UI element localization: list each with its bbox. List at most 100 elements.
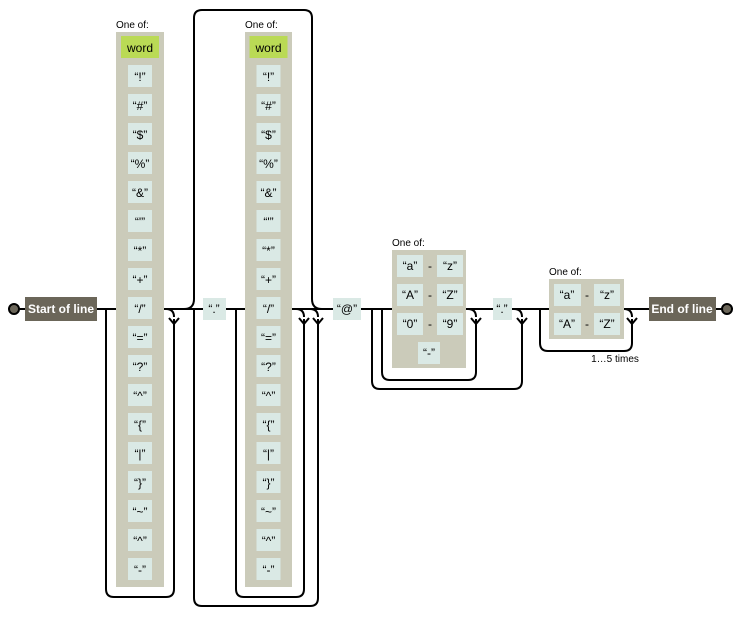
set1-item-box bbox=[128, 326, 152, 348]
set1-item-literal: “+” bbox=[133, 273, 148, 287]
set2-item-box bbox=[256, 297, 281, 319]
set4-range-A-dash: - bbox=[585, 317, 589, 331]
set2-item-box bbox=[256, 442, 281, 464]
set2-item-literal: “-” bbox=[263, 563, 275, 577]
set2-item-literal: “}” bbox=[263, 476, 275, 490]
set1-item-literal: “#” bbox=[133, 99, 148, 113]
set1-item-box bbox=[128, 413, 152, 435]
set1-items: word“!”“#”“$”“%”“&”“'”“*”“+”“/”“=”“?”“^”… bbox=[121, 36, 159, 580]
set3-range-A-dash: - bbox=[428, 288, 432, 302]
set3-range-0-from: “0” bbox=[403, 317, 418, 331]
set2-item-literal: “{” bbox=[263, 418, 275, 432]
set1-item-literal: “/” bbox=[134, 302, 145, 316]
set3-hyphen-box bbox=[418, 342, 440, 364]
set3-range-0-box bbox=[397, 313, 423, 335]
set2-item-box bbox=[256, 268, 281, 290]
set1-item-box bbox=[128, 152, 152, 174]
set2-item-box bbox=[256, 94, 281, 116]
set1-word-class: word bbox=[126, 41, 153, 55]
set2-item-box bbox=[256, 181, 281, 203]
set4-range-A-from: “A” bbox=[559, 317, 575, 331]
set3-range-A-from: “A” bbox=[402, 288, 418, 302]
set1-item-literal: “'” bbox=[135, 215, 145, 229]
set2-label: One of: bbox=[245, 20, 278, 31]
set2-items: word“!”“#”“$”“%”“&”“'”“*”“+”“/”“=”“?”“^”… bbox=[249, 36, 288, 580]
set1-item-literal: “$” bbox=[133, 128, 148, 142]
set1-item-literal: “-” bbox=[134, 563, 146, 577]
set2-item-literal: “^” bbox=[262, 389, 276, 403]
set1-item-literal: “%” bbox=[131, 157, 150, 171]
set2-item-literal: “*” bbox=[262, 244, 275, 258]
set3-range-a-to: “z” bbox=[443, 259, 457, 273]
set1-item-box bbox=[128, 181, 152, 203]
set2-item-box bbox=[256, 529, 281, 551]
set3-range-Z-box bbox=[437, 284, 463, 306]
set2-item-literal: “&” bbox=[261, 186, 277, 200]
set2-item-box bbox=[256, 326, 281, 348]
set2-item-box bbox=[256, 471, 281, 493]
set2-item-box bbox=[256, 355, 281, 377]
set3-range-digits: “0” - “9” bbox=[397, 313, 463, 335]
set2-item-box bbox=[256, 152, 281, 174]
end-anchor-label: End of line bbox=[651, 302, 713, 316]
set1-item-box bbox=[128, 210, 152, 232]
set2-item-box bbox=[256, 239, 281, 261]
set2-item-literal: “$” bbox=[261, 128, 276, 142]
set1-item-literal: “*” bbox=[134, 244, 147, 258]
at-literal-box bbox=[333, 298, 361, 320]
set3-range-0-to: “9” bbox=[443, 317, 458, 331]
set2-item-box bbox=[256, 558, 281, 580]
set4-range-z-box bbox=[594, 284, 620, 306]
set3-label: One of: bbox=[392, 238, 425, 249]
set4-repeat-label: 1…5 times bbox=[591, 354, 639, 365]
set3-range-9-box bbox=[437, 313, 463, 335]
end-cap bbox=[721, 303, 733, 315]
set2-item-literal: “+” bbox=[261, 273, 276, 287]
set1-label: One of: bbox=[116, 20, 149, 31]
set1-item-literal: “=” bbox=[133, 331, 148, 345]
set2-word-class: word bbox=[254, 41, 281, 55]
set1-item-box bbox=[128, 297, 152, 319]
set1-item-box bbox=[128, 268, 152, 290]
start-anchor-label: Start of line bbox=[28, 302, 94, 316]
set4-range-a-dash: - bbox=[585, 288, 589, 302]
set1-item-literal: “|” bbox=[134, 447, 145, 461]
set1-item-literal: “!” bbox=[134, 70, 145, 84]
set1-item-box bbox=[128, 529, 152, 551]
end-anchor-box bbox=[649, 297, 716, 321]
set3-range-0-dash: - bbox=[428, 317, 432, 331]
set2-item-box bbox=[256, 413, 281, 435]
set1-item-literal: “{” bbox=[134, 418, 146, 432]
dot2-literal: “.” bbox=[496, 302, 507, 316]
set2-item-literal: “|” bbox=[263, 447, 274, 461]
set1-item-box bbox=[128, 442, 152, 464]
set1-item-literal: “^” bbox=[133, 389, 147, 403]
start-anchor-box bbox=[25, 297, 97, 321]
set1-item-box bbox=[128, 65, 152, 87]
set2-item-literal: “!” bbox=[263, 70, 274, 84]
set3-range-A-to: “Z” bbox=[442, 288, 457, 302]
set2-item-literal: “/” bbox=[263, 302, 274, 316]
set4-range-a-from: “a” bbox=[560, 288, 575, 302]
set4-range-uppercase: “A” - “Z” bbox=[554, 313, 620, 335]
set1-item-literal: “^” bbox=[133, 534, 147, 548]
set1-item-box bbox=[128, 384, 152, 406]
set3-range-a-box bbox=[397, 255, 423, 277]
start-cap bbox=[8, 303, 20, 315]
set2-item-box bbox=[256, 384, 281, 406]
set2-item-literal: “~” bbox=[261, 505, 276, 519]
set3-range-a-from: “a” bbox=[403, 259, 418, 273]
dot1-literal: “.” bbox=[208, 302, 219, 316]
set4-range-lowercase: “a” - “z” bbox=[554, 284, 620, 306]
set2-item-literal: “'” bbox=[263, 215, 273, 229]
set1-item-box bbox=[128, 123, 152, 145]
set1-item-box bbox=[121, 36, 159, 58]
set2-item-box bbox=[256, 210, 281, 232]
set2-item-literal: “=” bbox=[261, 331, 276, 345]
set3-range-a-dash: - bbox=[428, 259, 432, 273]
set3-range-uppercase: “A” - “Z” bbox=[397, 284, 463, 306]
set2-item-literal: “#” bbox=[261, 99, 276, 113]
set4-range-A-to: “Z” bbox=[599, 317, 614, 331]
set1-item-box bbox=[128, 500, 152, 522]
